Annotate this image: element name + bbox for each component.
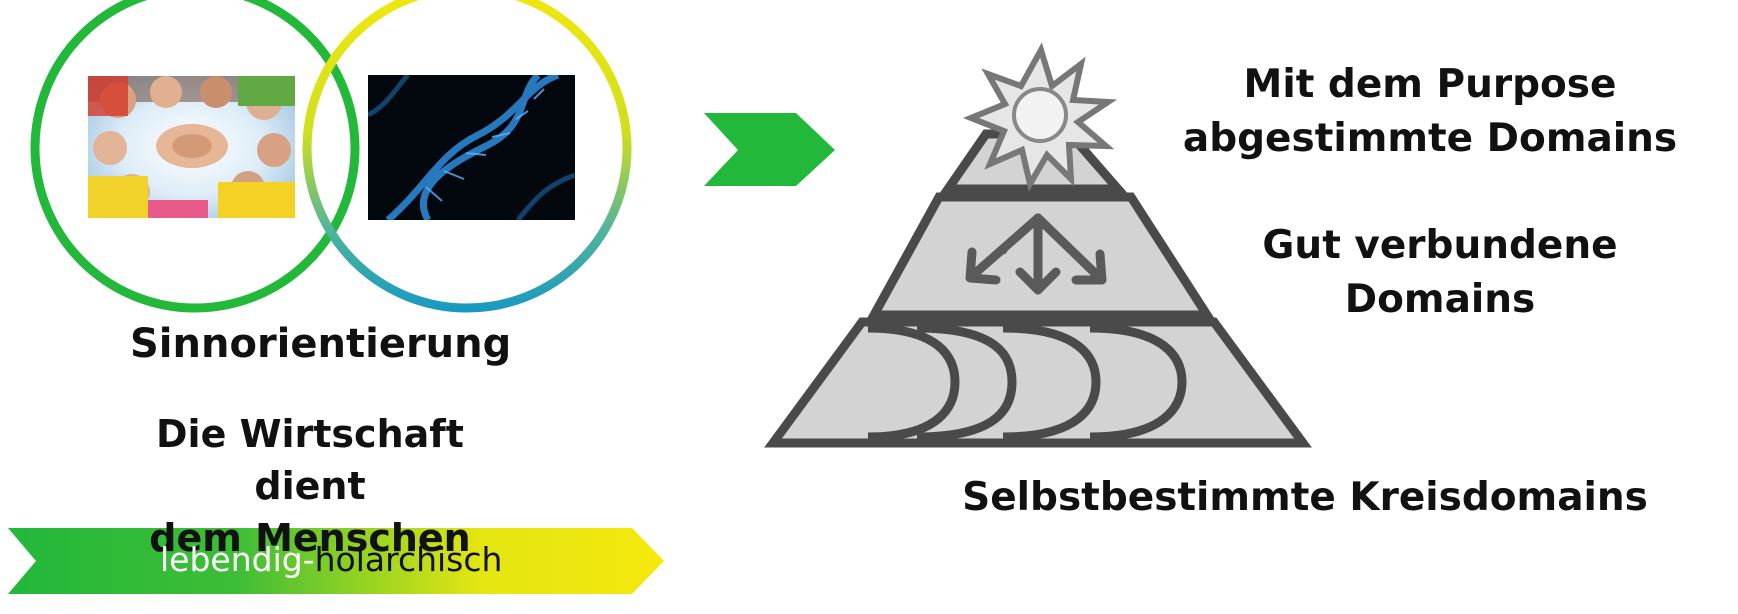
- pyramid-bottom-tier: [764, 317, 1312, 448]
- banner-arrow-shape: [8, 528, 664, 594]
- banner-label-part1: lebendig-: [160, 540, 315, 579]
- pyramid-top-label: Mit dem Purpose abgestimmte Domains: [1180, 58, 1680, 166]
- left-subtitle: Die Wirtschaft dient dem Menschen: [110, 408, 510, 564]
- pyramid-top-label-line2: abgestimmte Domains: [1182, 116, 1678, 161]
- chevron-arrow-icon: [704, 113, 835, 186]
- arrows-down-icon: [965, 213, 1107, 295]
- pyramid-bottom-label: Selbstbestimmte Kreisdomains: [962, 475, 1648, 520]
- dna-helix-photo: [368, 75, 575, 220]
- sun-icon: [962, 42, 1118, 192]
- pyramid-middle-label-line1: Gut verbundene: [1262, 223, 1618, 268]
- pyramid-middle-label: Gut verbundene Domains: [1230, 219, 1650, 327]
- left-subtitle-line1: Die Wirtschaft dient: [156, 412, 464, 508]
- yellow-teal-ring: [302, 0, 632, 313]
- pyramid-top-label-line1: Mit dem Purpose: [1243, 62, 1617, 107]
- people-hands-circle-photo: [88, 76, 295, 218]
- pyramid-middle-label-line2: Domains: [1344, 277, 1536, 322]
- banner-label: lebendig-holarchisch: [160, 540, 502, 580]
- left-title: Sinnorientierung: [130, 321, 512, 367]
- banner-label-part2: holarchisch: [314, 540, 503, 579]
- circles-icon: [867, 323, 1187, 442]
- green-ring: [30, 0, 360, 313]
- left-subtitle-line2: dem Menschen: [149, 516, 471, 560]
